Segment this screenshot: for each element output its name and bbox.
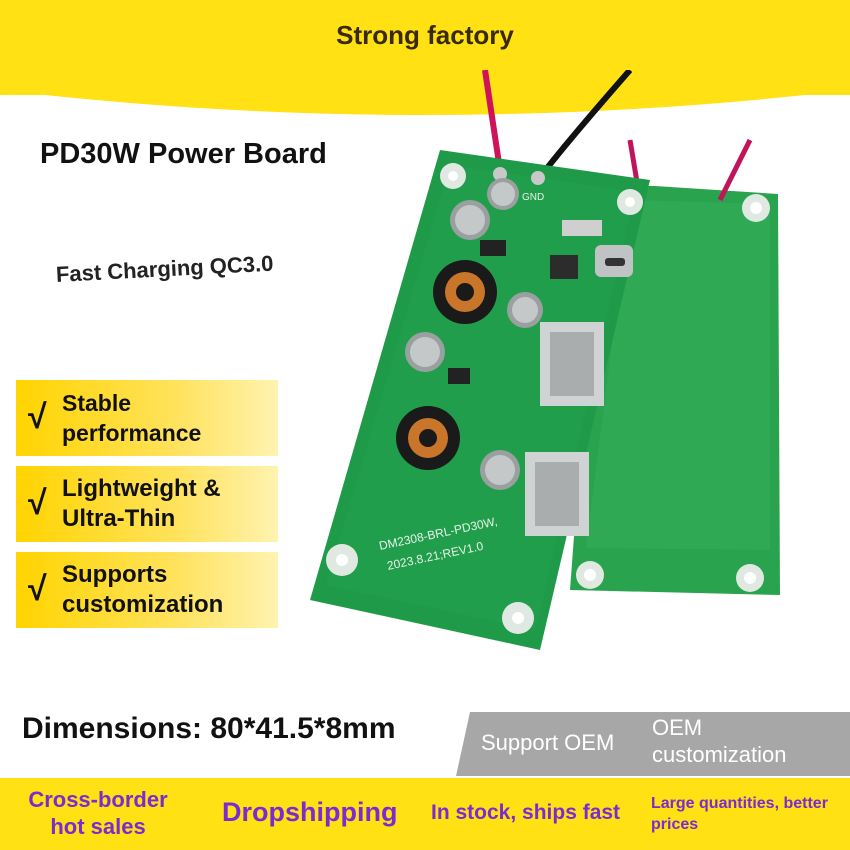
dimensions-text: Dimensions: 80*41.5*8mm bbox=[22, 712, 396, 745]
dropshipping-text: Dropshipping bbox=[222, 797, 398, 827]
cross-border-text: Cross-border hot sales bbox=[18, 786, 178, 840]
cross-border-line1: Cross-border bbox=[28, 787, 168, 812]
dimensions-bar bbox=[0, 706, 470, 760]
feature-label-line1: Supports bbox=[62, 561, 168, 588]
product-image: GND DM2308-BRL-PD30W, 2023.8.21;REV1.0 bbox=[310, 70, 780, 650]
feature-lightweight: √ Lightweight & Ultra-Thin bbox=[16, 466, 278, 542]
gnd-label: GND bbox=[522, 192, 544, 203]
oem-line1: OEM bbox=[652, 715, 703, 740]
feature-label: Lightweight & Ultra-Thin bbox=[62, 474, 221, 534]
oem-customization-text: OEM customization bbox=[652, 714, 787, 768]
check-icon: √ bbox=[28, 570, 47, 608]
cross-border-line2: hot sales bbox=[50, 814, 146, 839]
feature-label: Stable performance bbox=[62, 388, 201, 448]
in-stock-text: In stock, ships fast bbox=[431, 801, 621, 824]
product-headline: PD30W Power Board bbox=[40, 138, 327, 170]
large-quantities-line2: prices bbox=[651, 816, 699, 833]
feature-stable: √ Stable performance bbox=[16, 380, 278, 456]
banner-curve bbox=[0, 0, 850, 115]
large-quantities-text: Large quantities, better prices bbox=[651, 793, 847, 835]
support-oem-text: Support OEM bbox=[481, 730, 615, 755]
oem-line2: customization bbox=[652, 742, 787, 767]
banner-title: Strong factory bbox=[336, 20, 514, 50]
feature-label-line2: Ultra-Thin bbox=[62, 505, 176, 532]
check-icon: √ bbox=[28, 398, 47, 436]
large-quantities-line1: Large quantities, better bbox=[651, 795, 828, 812]
feature-label-line1: Lightweight & bbox=[62, 475, 221, 502]
feature-label-line2: customization bbox=[62, 591, 224, 618]
oem-bar bbox=[456, 712, 850, 776]
front-pcb: GND DM2308-BRL-PD30W, 2023.8.21;REV1.0 bbox=[310, 150, 650, 650]
product-subhead: Fast Charging QC3.0 bbox=[55, 250, 274, 287]
check-icon: √ bbox=[28, 484, 47, 522]
feature-label-line1: Stable bbox=[62, 390, 132, 416]
feature-label-line2: performance bbox=[62, 420, 202, 446]
feature-label: Supports customization bbox=[62, 560, 223, 620]
bottom-band bbox=[0, 778, 850, 850]
feature-customization: √ Supports customization bbox=[16, 552, 278, 628]
